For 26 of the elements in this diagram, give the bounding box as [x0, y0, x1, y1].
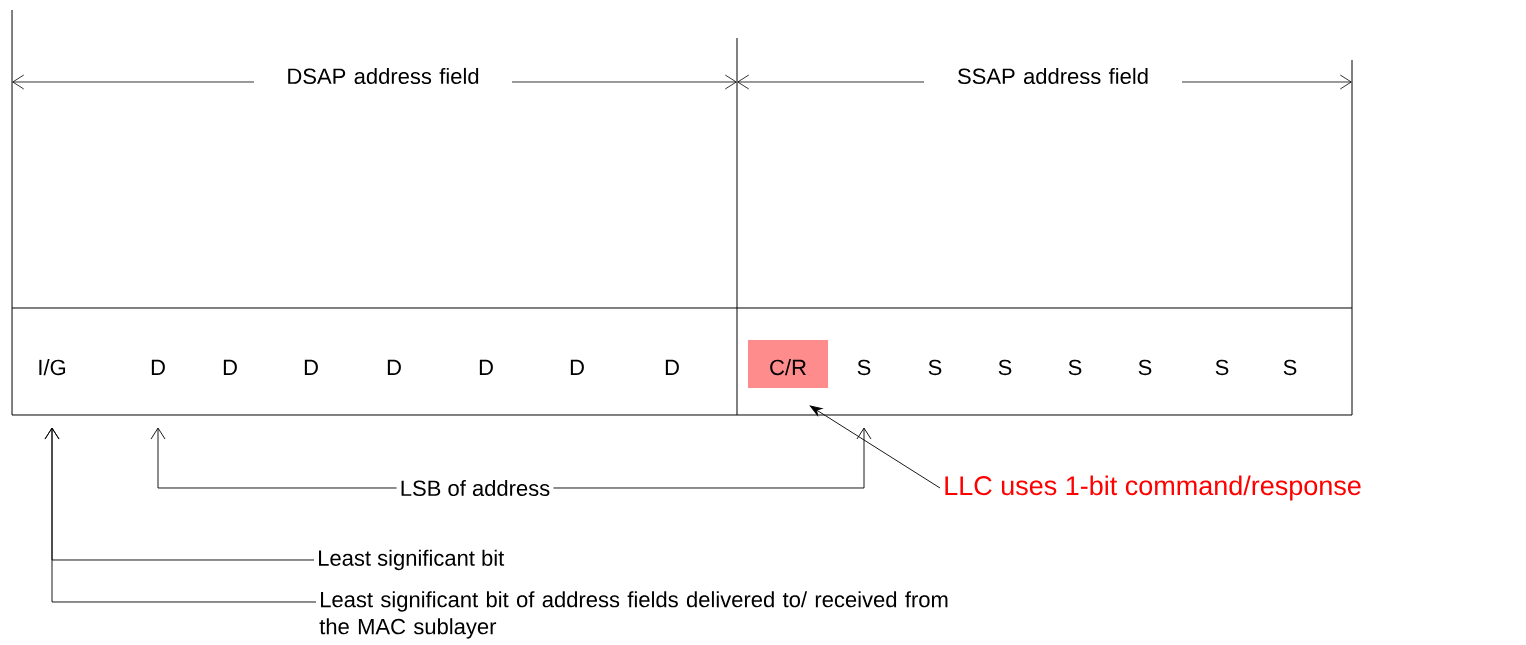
- callout-text: LLC uses 1-bit command/response: [945, 475, 1361, 501]
- field-label: DSAP address field: [254, 63, 512, 89]
- bit-label: D: [479, 359, 493, 375]
- bit-label: S: [1068, 359, 1082, 376]
- bit-label: D: [387, 359, 401, 375]
- bit-label: S: [857, 359, 871, 376]
- leader-text: LSB of address: [396, 476, 554, 500]
- bit-label: S: [1283, 359, 1297, 376]
- bit-label: D: [570, 359, 584, 375]
- leader-line: [150, 427, 398, 489]
- leader-text: Least significant bit of address fields delivered to/ received from the MAC sublayer: [319, 591, 948, 639]
- bit-label: D: [223, 359, 237, 375]
- bit-label: S: [1138, 359, 1152, 376]
- field-label: SSAP address field: [924, 63, 1182, 89]
- highlighted-bit: C/R: [748, 340, 828, 388]
- leader-line: [809, 405, 941, 489]
- bit-label: D: [665, 359, 679, 375]
- bit-label: D: [151, 359, 165, 375]
- bit-label: D: [304, 359, 318, 375]
- leader-line: [552, 427, 872, 489]
- leader-text: Least significant bit: [319, 549, 505, 571]
- bit-label: S: [1215, 359, 1229, 376]
- bit-label: I/G: [39, 359, 66, 376]
- bit-label: S: [928, 359, 942, 376]
- bit-label: S: [998, 359, 1012, 376]
- leader-line: [44, 427, 317, 603]
